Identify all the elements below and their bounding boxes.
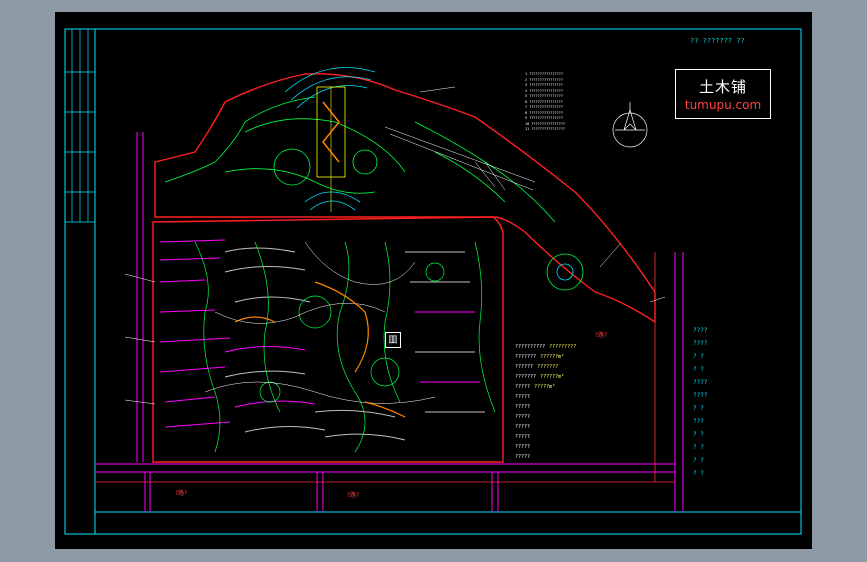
annotation: ? ? xyxy=(693,366,704,373)
stat-row: ????? xyxy=(515,394,531,400)
legend-line: 10 ???????????????? xyxy=(525,121,566,126)
stat-row: ?????????????m² xyxy=(515,374,565,380)
roads xyxy=(95,132,684,512)
title-block-strip xyxy=(65,29,95,223)
legend-line: 9 ???????????????? xyxy=(525,116,563,120)
legend-line: 5 ???????????????? xyxy=(525,94,563,98)
annotation: ???? xyxy=(693,392,708,399)
legend-list: 1 ???????????????? 2 ???????????????? 3 … xyxy=(525,72,615,133)
side-annotation-column: ???? ???? ? ? ? ? ???? ???? ? ? ??? ? ? … xyxy=(693,327,743,483)
stat-row: ????????????? xyxy=(515,364,559,370)
stat-row: ????? xyxy=(515,454,531,460)
road-label-east: ?路? xyxy=(595,332,608,339)
annotation: ??? xyxy=(693,418,704,425)
stat-row: ????? xyxy=(515,404,531,410)
road-label-south-left: ?路? xyxy=(175,490,188,497)
technical-indicators-table: ??????????????????? ?????????????m² ????… xyxy=(515,344,655,464)
legend-line: 7 ???????????????? xyxy=(525,105,563,109)
legend-line: 8 ???????????????? xyxy=(525,110,563,115)
drawing-frame-inner xyxy=(94,28,802,535)
annotation: ? ? xyxy=(693,457,704,464)
legend-line: 4 ???????????????? xyxy=(525,88,563,93)
north-arrow-icon xyxy=(612,102,648,148)
logo-url: tumupu.com xyxy=(684,98,762,112)
north-park xyxy=(164,96,556,223)
watermark-logo: 土木铺 tumupu.com xyxy=(675,69,771,119)
annotation: ? ? xyxy=(693,470,704,477)
block-landscape xyxy=(194,241,496,453)
stat-row: ?????????????m² xyxy=(515,354,565,360)
annotation: ? ? xyxy=(693,431,704,438)
curved-walkways xyxy=(204,241,436,404)
cad-viewport[interactable]: ?? ??????? ?? 土木铺 tumupu.com 1 ?????????… xyxy=(55,12,812,549)
legend-line: 6 ???????????????? xyxy=(525,99,563,104)
logo-name: 土木铺 xyxy=(698,78,747,96)
sheet-note: ?? ??????? ?? xyxy=(690,37,745,45)
stat-row: ????? xyxy=(515,444,531,450)
legend-line: 3 ???????????????? xyxy=(525,83,563,87)
stat-row: ????? xyxy=(515,434,531,440)
orange-paths xyxy=(234,281,406,418)
site-plan-drawing xyxy=(64,28,802,535)
annotation: ???? xyxy=(693,340,708,347)
annotation: ???? xyxy=(693,327,708,334)
annotation: ???? xyxy=(693,379,708,386)
housing-rows xyxy=(159,239,485,441)
stat-row: ??????????????????? xyxy=(515,344,577,350)
annotation: ? ? xyxy=(693,405,704,412)
north-boundary xyxy=(154,73,656,324)
annotation: ? ? xyxy=(693,444,704,451)
legend-line: 1 ???????????????? xyxy=(525,72,563,76)
central-clubhouse-icon: ▥ xyxy=(385,332,401,348)
road-label-south-mid: ?路? xyxy=(347,492,360,499)
annotation: ? ? xyxy=(693,353,704,360)
east-promenade xyxy=(384,126,536,191)
stat-row: ??????????m² xyxy=(515,384,556,390)
east-fountain xyxy=(546,253,584,291)
stat-row: ????? xyxy=(515,424,531,430)
legend-line: 2 ???????????????? xyxy=(525,77,563,82)
stat-row: ????? xyxy=(515,414,531,420)
legend-line: 11 ???????????????? xyxy=(525,127,566,131)
